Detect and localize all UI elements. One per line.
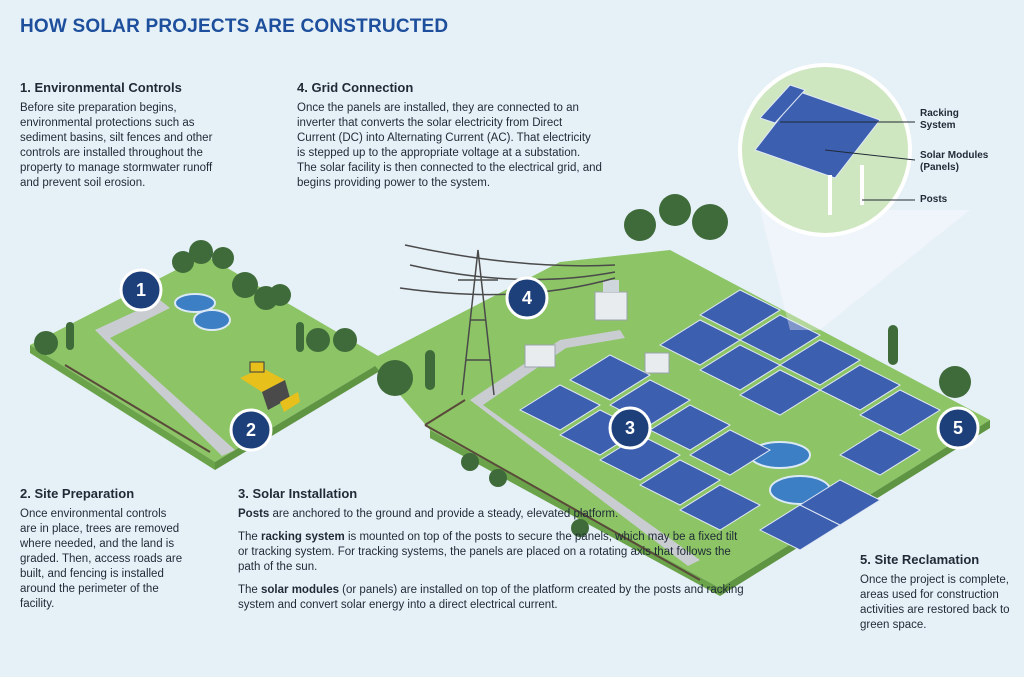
callout-posts: Posts [920, 194, 948, 205]
step-badge-2: 2 [229, 408, 273, 452]
trees-left [34, 240, 357, 355]
racking-prefix: The [238, 531, 262, 543]
section-heading: 2. Site Preparation [20, 486, 135, 501]
site-preparation-parcel [30, 255, 385, 470]
section-body: Once the panels are installed, they are … [297, 102, 602, 189]
racking-text: is mounted on top of the posts to secure… [238, 531, 738, 573]
step-badge-3: 3 [608, 406, 652, 450]
bulldozer-icon [240, 361, 300, 412]
section-body: Once environmental controls are in place… [20, 508, 183, 610]
modules-term: solar modules [261, 584, 339, 596]
trees-right [377, 194, 971, 537]
racking-detail-lens [738, 63, 970, 330]
svg-text:5: 5 [953, 418, 963, 438]
section-heading: 4. Grid Connection [297, 80, 414, 95]
racking-paragraph: The racking system is mounted on top of … [238, 530, 748, 575]
callout-racking-system: Racking System [920, 108, 959, 131]
modules-paragraph: The solar modules (or panels) are instal… [238, 583, 748, 613]
posts-paragraph: Posts are anchored to the ground and pro… [238, 507, 748, 522]
section-site-reclamation: 5. Site Reclamation Once the project is … [860, 552, 1010, 633]
svg-text:1: 1 [136, 280, 146, 300]
section-environmental-controls: 1. Environmental Controls Before site pr… [20, 80, 225, 191]
section-grid-connection: 4. Grid Connection Once the panels are i… [297, 80, 602, 191]
section-body: Once the project is complete, areas used… [860, 574, 1010, 631]
section-heading: 5. Site Reclamation [860, 552, 980, 567]
modules-prefix: The [238, 584, 262, 596]
step-badge-1: 1 [119, 268, 163, 312]
modules-text: (or panels) are installed on top of the … [238, 584, 744, 611]
section-solar-installation: 3. Solar Installation Posts are anchored… [238, 486, 748, 613]
section-heading: 3. Solar Installation [238, 486, 358, 501]
solar-panel-array [518, 289, 942, 551]
section-heading: 1. Environmental Controls [20, 80, 182, 95]
racking-term: racking system [261, 531, 345, 543]
svg-text:4: 4 [522, 288, 532, 308]
substation-buildings [524, 280, 670, 374]
step-badge-4: 4 [505, 276, 549, 320]
posts-term: Posts [238, 508, 270, 520]
posts-text: are anchored to the ground and provide a… [269, 508, 619, 520]
section-site-preparation: 2. Site Preparation Once environmental c… [20, 486, 185, 612]
callout-solar-modules: Solar Modules (Panels) [920, 150, 989, 173]
svg-text:2: 2 [246, 420, 256, 440]
step-badge-5: 5 [936, 406, 980, 450]
page-title: HOW SOLAR PROJECTS ARE CONSTRUCTED [20, 16, 449, 37]
section-body: Before site preparation begins, environm… [20, 102, 213, 189]
svg-text:3: 3 [625, 418, 635, 438]
